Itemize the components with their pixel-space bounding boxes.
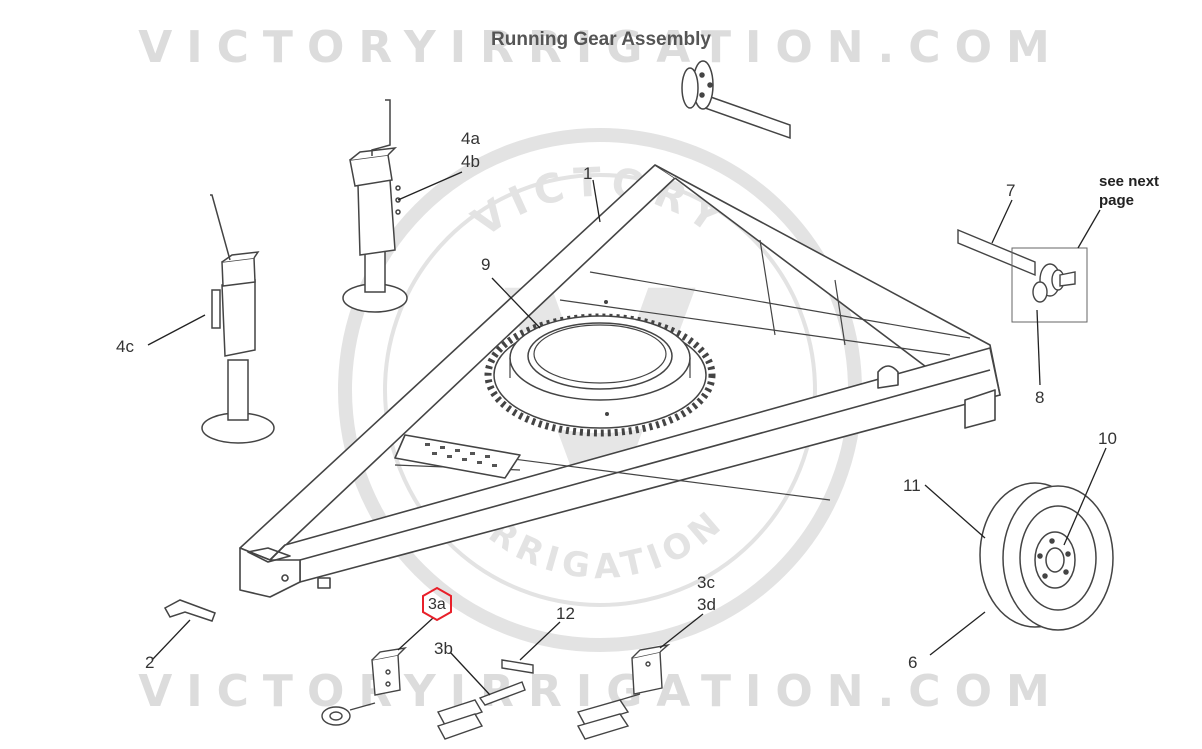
- callout-4c: 4c: [116, 337, 134, 356]
- callout-see-next-page: see next page: [1099, 173, 1160, 209]
- callout-3a: 3a: [428, 596, 446, 613]
- diagram-title: Running Gear Assembly: [491, 29, 711, 50]
- callout-6: 6: [908, 653, 918, 672]
- wheel-tire: [979, 482, 1114, 631]
- callout-11: 11: [903, 476, 921, 495]
- callout-10: 10: [1098, 429, 1117, 448]
- trailer-frame: [239, 164, 1001, 598]
- callout-3c: 3c: [697, 573, 715, 592]
- hitch-pin: [163, 599, 216, 622]
- callout-2: 2: [145, 653, 155, 672]
- jack-stand-4c: [201, 194, 275, 444]
- callout-4b: 4b: [461, 152, 480, 171]
- callout-9: 9: [481, 255, 491, 274]
- callout-3d: 3d: [697, 595, 716, 614]
- callout-7: 7: [1006, 181, 1016, 200]
- callout-12: 12: [556, 604, 575, 623]
- spindle-axle-top: [681, 60, 791, 140]
- callout-4a: 4a: [461, 129, 480, 148]
- lug-eyebolt-assembly: [321, 646, 526, 740]
- callout-3b: 3b: [434, 639, 453, 658]
- highlight-hexagon: [422, 586, 452, 622]
- lug-clamp-assembly: [576, 643, 671, 740]
- shim-plate: [501, 659, 534, 674]
- callout-8: 8: [1035, 388, 1045, 407]
- slew-ring-gear: [484, 300, 716, 437]
- jack-stand-4ab: [342, 99, 408, 313]
- spindle-hub-assembly: [957, 228, 1088, 323]
- leader-lines: [147, 171, 1107, 696]
- watermark-text-top: VICTORYIRRIGATION.COM: [138, 22, 1064, 73]
- callout-1: 1: [583, 164, 593, 183]
